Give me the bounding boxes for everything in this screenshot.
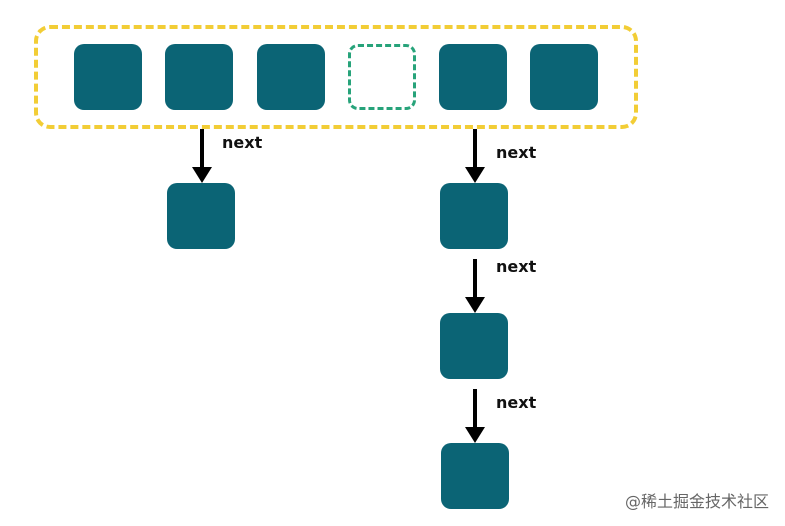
next-arrow-3 bbox=[465, 259, 485, 313]
bucket-array-frame bbox=[34, 25, 638, 129]
next-label-1: next bbox=[222, 133, 263, 152]
bucket-1 bbox=[165, 44, 233, 110]
bucket-4 bbox=[439, 44, 507, 110]
bucket-5 bbox=[530, 44, 598, 110]
bucket-0 bbox=[74, 44, 142, 110]
next-arrow-2 bbox=[465, 129, 485, 183]
watermark: @稀土掘金技术社区 bbox=[624, 492, 769, 511]
chain-node-bucket-4-1 bbox=[440, 183, 508, 249]
bucket-3-empty bbox=[348, 44, 416, 110]
next-label-4: next bbox=[496, 393, 537, 412]
next-label-3: next bbox=[496, 257, 537, 276]
next-label-2: next bbox=[496, 143, 537, 162]
chain-node-bucket-1 bbox=[167, 183, 235, 249]
bucket-2 bbox=[257, 44, 325, 110]
chain-node-bucket-4-2 bbox=[440, 313, 508, 379]
next-arrow-1 bbox=[192, 129, 212, 183]
next-arrow-4 bbox=[465, 389, 485, 443]
chain-node-bucket-4-3 bbox=[441, 443, 509, 509]
